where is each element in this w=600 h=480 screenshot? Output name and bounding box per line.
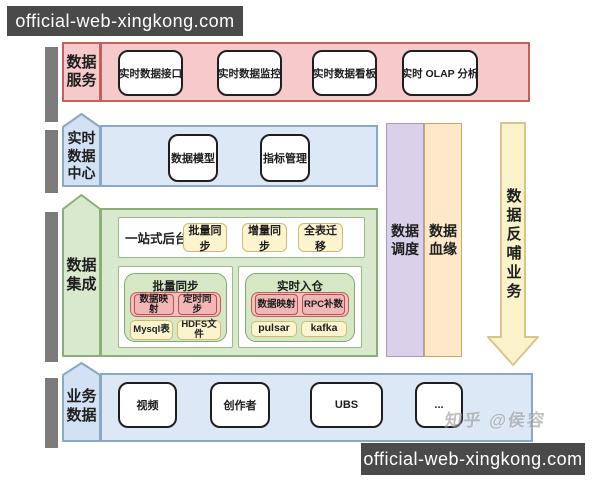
- pink-box-data-mapping: 数据映射: [255, 294, 298, 315]
- box-label: 批量同步: [188, 224, 222, 253]
- pink-box-scheduled-sync: 定时同步: [177, 293, 217, 315]
- shadow-strip: [45, 130, 58, 193]
- box-label: 实时数据看板: [313, 67, 376, 80]
- column-label: 数据调度: [391, 222, 419, 257]
- box-label: 实时数据接口: [119, 67, 182, 80]
- watermark-bottom: official-web-xingkong.com: [361, 443, 585, 475]
- service-box-olap: 实时 OLAP 分析: [402, 50, 478, 96]
- business-box-ubs: UBS: [310, 382, 383, 428]
- box-label: pulsar: [258, 322, 290, 335]
- pentagon-shape: [62, 194, 101, 357]
- batch-sync-title: 批量同步: [152, 281, 199, 293]
- column-data-lineage: 数据血缘: [424, 123, 462, 357]
- shadow-strip: [45, 378, 58, 448]
- layer-label-business-data: 业务数据: [62, 362, 101, 442]
- pink-box-rpc-backfill: RPC补数: [302, 294, 345, 315]
- layer-realtime-data-center: [100, 125, 378, 187]
- box-label: RPC补数: [303, 298, 344, 310]
- backend-box-full-table-migration: 全表迁移: [298, 223, 343, 253]
- author-watermark: 知乎 @侯容: [443, 411, 548, 430]
- pentagon-shape: [62, 362, 101, 442]
- column-data-scheduling: 数据调度: [386, 123, 424, 357]
- layer-label-text: 数据集成: [66, 257, 97, 293]
- box-label: 创作者: [223, 400, 257, 412]
- box-label: 定时同步: [182, 293, 212, 315]
- box-label: 数据映射: [257, 298, 296, 310]
- center-box-metric-mgmt: 指标管理: [260, 134, 310, 182]
- box-label: 数据模型: [171, 153, 215, 165]
- yellow-box-hdfs-file: HDFS文件: [177, 320, 221, 340]
- layer-label-text: 实时数据中心: [67, 130, 96, 181]
- backend-box-incremental-sync: 增量同步: [242, 223, 287, 253]
- box-label: 视频: [136, 400, 159, 412]
- yellow-box-mysql-table: Mysql表: [130, 320, 173, 340]
- watermark-top: official-web-xingkong.com: [7, 6, 243, 36]
- box-label: 实时数据监控: [218, 67, 281, 80]
- layer-label-text: 数据服务: [66, 54, 97, 89]
- layer-label-realtime-data-center: 实时数据中心: [62, 113, 101, 187]
- box-label: 全表迁移: [304, 224, 337, 253]
- backend-box-batch-sync: 批量同步: [183, 223, 227, 253]
- business-box-creator: 创作者: [210, 382, 270, 428]
- feedback-arrow: [484, 121, 542, 367]
- service-box-realtime-api: 实时数据接口: [118, 50, 183, 96]
- layer-label-text: 业务数据: [66, 388, 97, 424]
- box-label: UBS: [334, 399, 359, 411]
- service-box-realtime-dashboard: 实时数据看板: [312, 50, 377, 96]
- backend-row-title: 一站式后台: [125, 232, 188, 246]
- box-label: 数据映射: [139, 293, 168, 315]
- batch-sync-pink-row: 数据映射 定时同步: [130, 292, 221, 317]
- box-label: HDFS文件: [181, 319, 217, 340]
- feedback-arrow-label: 数据反哺业务: [504, 188, 522, 302]
- box-label: Mysql表: [133, 324, 170, 336]
- box-label: 指标管理: [263, 153, 307, 165]
- business-box-video: 视频: [118, 382, 177, 428]
- box-label: 实时 OLAP 分析: [401, 67, 479, 80]
- box-label: kafka: [310, 322, 338, 335]
- box-label: ...: [434, 399, 444, 411]
- center-box-data-model: 数据模型: [168, 134, 218, 182]
- service-box-realtime-monitor: 实时数据监控: [217, 50, 282, 96]
- layer-label-data-integration: 数据集成: [62, 194, 101, 357]
- business-box-more: ...: [415, 382, 463, 428]
- shadow-strip: [45, 47, 58, 122]
- layer-label-data-services: 数据服务: [62, 42, 101, 102]
- realtime-ingest-title: 实时入仓: [277, 281, 323, 293]
- column-label: 数据血缘: [429, 222, 457, 257]
- realtime-ingest-pink-row: 数据映射 RPC补数: [251, 292, 349, 317]
- yellow-box-kafka: kafka: [301, 321, 347, 337]
- box-label: 增量同步: [248, 224, 281, 253]
- down-arrow-shape: [487, 122, 539, 366]
- shadow-strip: [45, 212, 58, 362]
- pentagon-shape: [62, 113, 101, 187]
- yellow-box-pulsar: pulsar: [251, 321, 297, 337]
- pink-box-data-mapping: 数据映射: [134, 294, 174, 315]
